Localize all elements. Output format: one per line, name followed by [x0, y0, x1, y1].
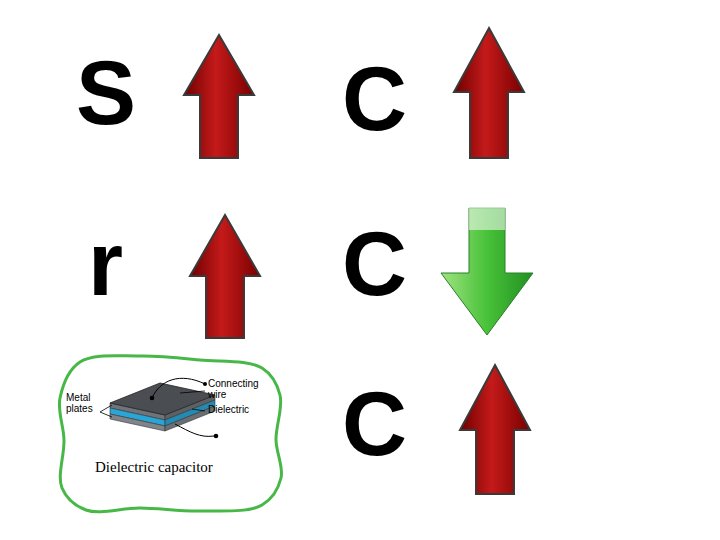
panel-caption: Dielectric capacitor	[95, 459, 213, 476]
up-arrow	[190, 215, 260, 338]
up-arrow	[454, 28, 524, 158]
callout-label: Connecting wire	[208, 379, 263, 400]
blob-outline	[58, 352, 284, 514]
variable-letter: r	[88, 219, 123, 309]
callout-label: Metal plates	[66, 393, 106, 414]
down-arrow	[441, 205, 533, 335]
up-arrow	[184, 35, 254, 158]
variable-letter: S	[76, 48, 136, 138]
callout-label: Dielectric	[208, 405, 263, 416]
variable-letter: C	[342, 54, 407, 144]
blob-outline	[59, 356, 281, 512]
capacitor-drawing	[100, 378, 218, 438]
up-arrow	[460, 365, 530, 494]
variable-letter: C	[342, 379, 407, 469]
variable-letter: C	[342, 219, 407, 309]
capacitor-panel: Dielectric capacitor	[58, 352, 284, 514]
